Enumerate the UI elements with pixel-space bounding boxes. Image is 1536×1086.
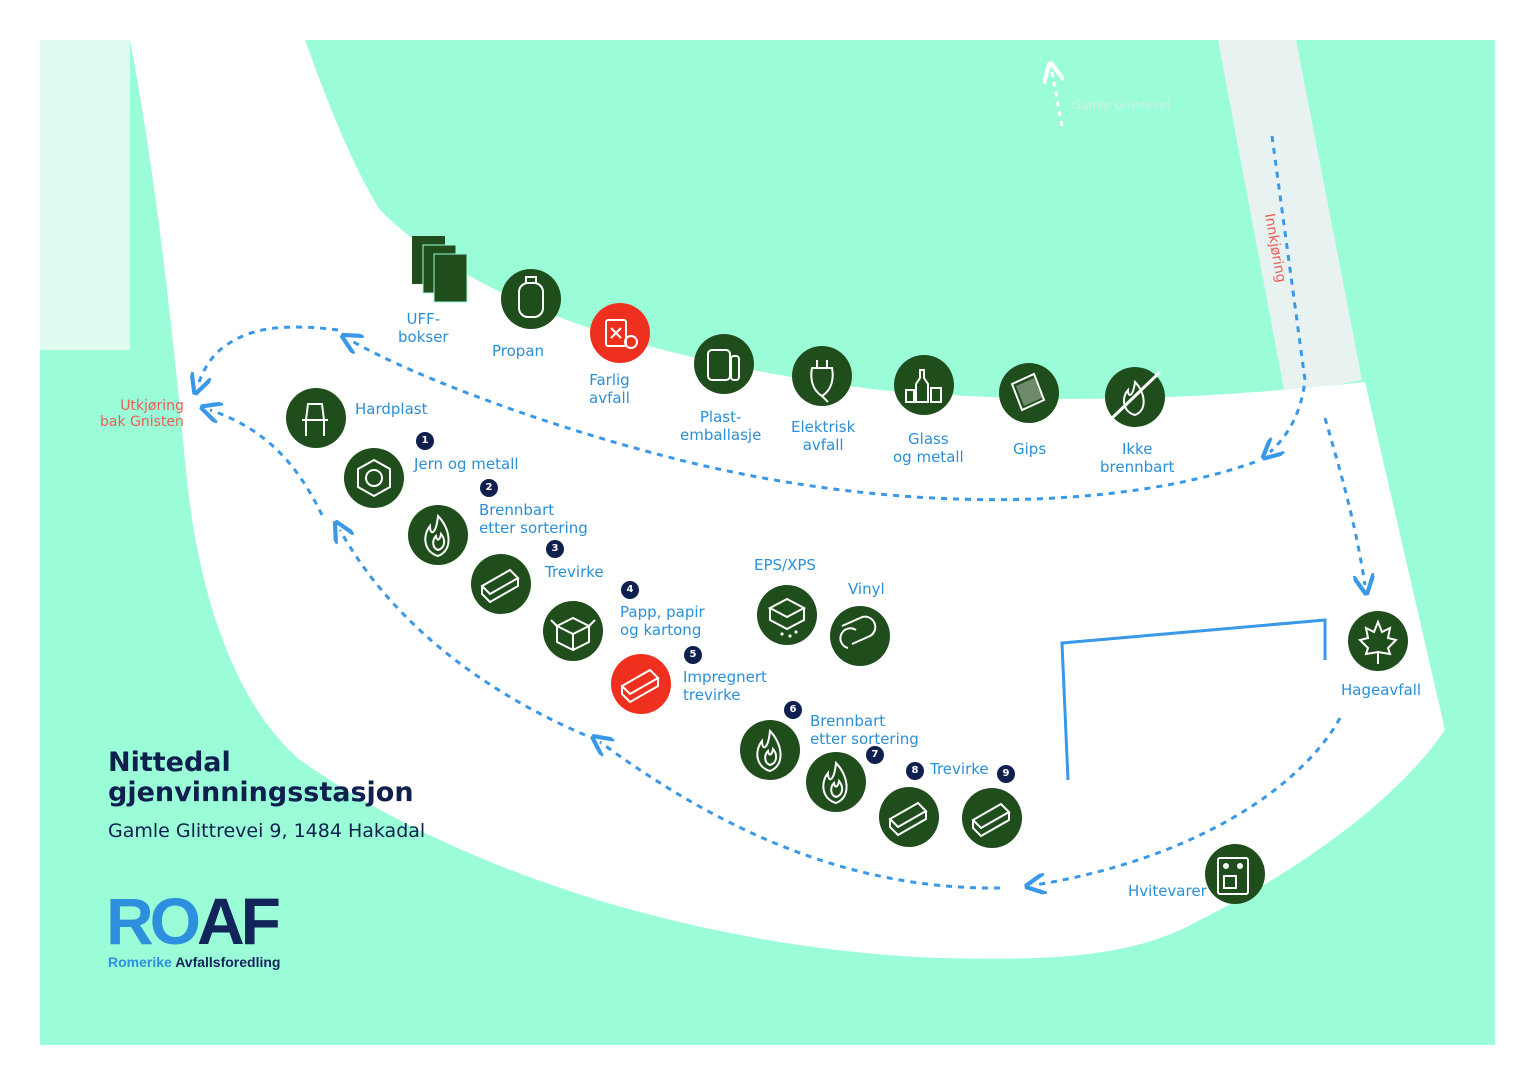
- label-eps: EPS/XPS: [754, 556, 816, 574]
- badge-7: 7: [866, 746, 884, 764]
- label-farlig: Farlig avfall: [589, 371, 630, 407]
- badge-1: 1: [416, 432, 434, 450]
- label-gips: Gips: [1013, 440, 1047, 458]
- label-plast: Plast- emballasje: [680, 408, 762, 444]
- logo-ro: RO: [106, 884, 201, 958]
- label-propan: Propan: [492, 342, 545, 360]
- vinyl-roll-icon[interactable]: [830, 606, 890, 666]
- label-hageavfall: Hageavfall: [1341, 681, 1422, 699]
- logo-subtitle: Romerike Avfallsforedling: [108, 954, 280, 970]
- electrical-plug-icon[interactable]: [792, 346, 852, 406]
- wood-plank-icon[interactable]: [471, 554, 531, 614]
- wood-plank-icon[interactable]: [879, 787, 939, 847]
- label-elektrisk: Elektrisk avfall: [791, 418, 856, 454]
- road-label-gamle-glittrevei: Gamle Glittrevei: [1072, 98, 1171, 112]
- plastic-packaging-icon[interactable]: [694, 334, 754, 394]
- flame-icon[interactable]: [408, 505, 468, 565]
- label-glass: Glass og metall: [893, 430, 964, 466]
- label-brennbart-2: Brennbart etter sortering: [810, 712, 919, 748]
- badge-6: 6: [784, 701, 802, 719]
- site-road: [130, 40, 1445, 959]
- page-title: Nittedal gjenvinningsstasjon: [108, 747, 414, 808]
- label-ikke: Ikke brennbart: [1100, 440, 1175, 476]
- badge-3: 3: [546, 540, 564, 558]
- path-to-exit: [198, 325, 339, 385]
- label-trevirke-1: Trevirke: [545, 563, 604, 581]
- label-hardplast: Hardplast: [355, 400, 428, 418]
- metal-nut-icon[interactable]: [344, 448, 404, 508]
- glass-metal-icon[interactable]: [894, 355, 954, 415]
- path-left-exit: [210, 410, 324, 516]
- label-hvitevarer: Hvitevarer: [1128, 882, 1207, 900]
- white-goods-icon[interactable]: [1205, 844, 1265, 904]
- road-label-utkjoring: Utkjøring bak Gnisten: [100, 398, 184, 430]
- label-papp: Papp, papir og kartong: [620, 603, 705, 639]
- label-trevirke-2: Trevirke: [930, 760, 989, 778]
- logo-sub-1: Romerike: [108, 954, 176, 970]
- badge-4: 4: [621, 581, 639, 599]
- label-uff: UFF- bokser: [398, 310, 449, 346]
- address: Gamle Glittrevei 9, 1484 Hakadal: [108, 820, 426, 842]
- impregnated-wood-icon[interactable]: [611, 654, 671, 714]
- path-top: [350, 340, 1256, 502]
- fence: [1060, 618, 1327, 781]
- logo-af: AF: [197, 884, 281, 958]
- eps-foam-icon[interactable]: [757, 585, 817, 645]
- badge-8: 8: [906, 762, 924, 780]
- badge-9: 9: [997, 765, 1015, 783]
- wood-plank-icon[interactable]: [962, 788, 1022, 848]
- badge-2: 2: [480, 479, 498, 497]
- label-jern: Jern og metall: [414, 455, 519, 473]
- gypsum-board-icon[interactable]: [999, 363, 1059, 423]
- path-bottom: [600, 742, 1001, 890]
- badge-5: 5: [684, 646, 702, 664]
- path-right-down: [1323, 417, 1365, 585]
- propane-icon[interactable]: [501, 269, 561, 329]
- label-vinyl: Vinyl: [848, 580, 885, 598]
- roaf-logo: ROAF: [106, 888, 281, 954]
- cardboard-box-icon[interactable]: [543, 601, 603, 661]
- uff-boxes-icon[interactable]: [412, 236, 468, 303]
- pale-area: [40, 40, 130, 350]
- non-combustible-icon[interactable]: [1105, 367, 1165, 427]
- plastic-chair-icon[interactable]: [286, 388, 346, 448]
- maple-leaf-icon[interactable]: [1348, 611, 1408, 671]
- logo-sub-2: Avfallsforedling: [175, 954, 281, 970]
- label-brennbart-1: Brennbart etter sortering: [479, 501, 588, 537]
- hazardous-waste-icon[interactable]: [590, 303, 650, 363]
- entry-road: [1218, 40, 1362, 395]
- flame-icon[interactable]: [806, 752, 866, 812]
- label-impregnert: Impregnert trevirke: [683, 668, 767, 704]
- flame-icon[interactable]: [740, 720, 800, 780]
